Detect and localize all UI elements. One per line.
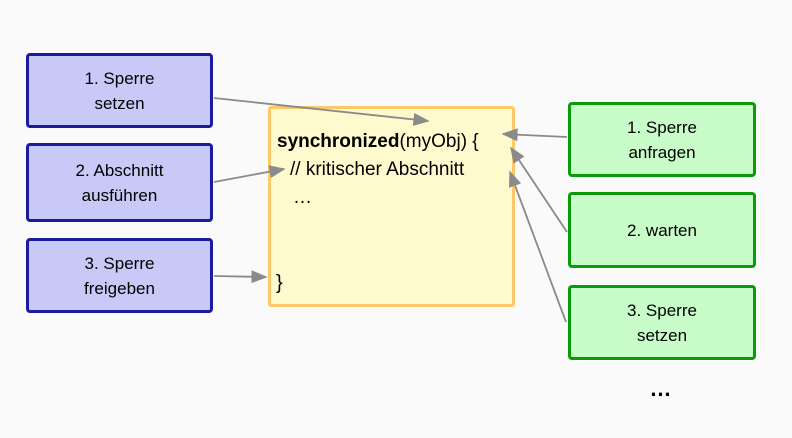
lock-waiter-step-3-box: 3. Sperre setzen — [568, 285, 756, 360]
arrow-wait-icon — [510, 146, 568, 233]
lock-waiter-step-1-box: 1. Sperre anfragen — [568, 102, 756, 177]
lock-waiter-step-3-label: 3. Sperre setzen — [627, 300, 697, 345]
arrow-release-lock-icon — [213, 270, 268, 284]
code-keyword: synchronized — [277, 131, 400, 152]
lock-waiter-step-1-label: 1. Sperre anfragen — [627, 117, 697, 162]
arrow-waiter-set-lock-icon — [509, 170, 567, 323]
code-line-ellipsis: … — [293, 187, 314, 208]
lock-holder-step-2-label: 2. Abschnitt ausführen — [75, 160, 164, 205]
code-closing-brace: } — [276, 272, 283, 294]
lock-waiter-step-2-box: 2. warten — [568, 192, 756, 268]
lock-holder-step-1-label: 1. Sperre setzen — [84, 68, 155, 113]
lock-holder-step-3-label: 3. Sperre freigeben — [84, 253, 155, 298]
code-signature-rest: (myObj) { — [399, 131, 479, 152]
lock-holder-step-2-box: 2. Abschnitt ausführen — [26, 143, 213, 222]
lock-waiter-step-2-label: 2. warten — [627, 220, 697, 240]
lock-holder-step-1-box: 1. Sperre setzen — [26, 53, 213, 128]
synchronized-code-box: synchronized(myObj) { // kritischer Absc… — [268, 106, 515, 307]
code-line-signature: synchronized(myObj) { — [277, 129, 512, 155]
more-steps-ellipsis: … — [649, 376, 675, 401]
lock-holder-step-3-box: 3. Sperre freigeben — [26, 238, 213, 313]
code-line-comment: // kritischer Abschnitt — [290, 159, 465, 180]
